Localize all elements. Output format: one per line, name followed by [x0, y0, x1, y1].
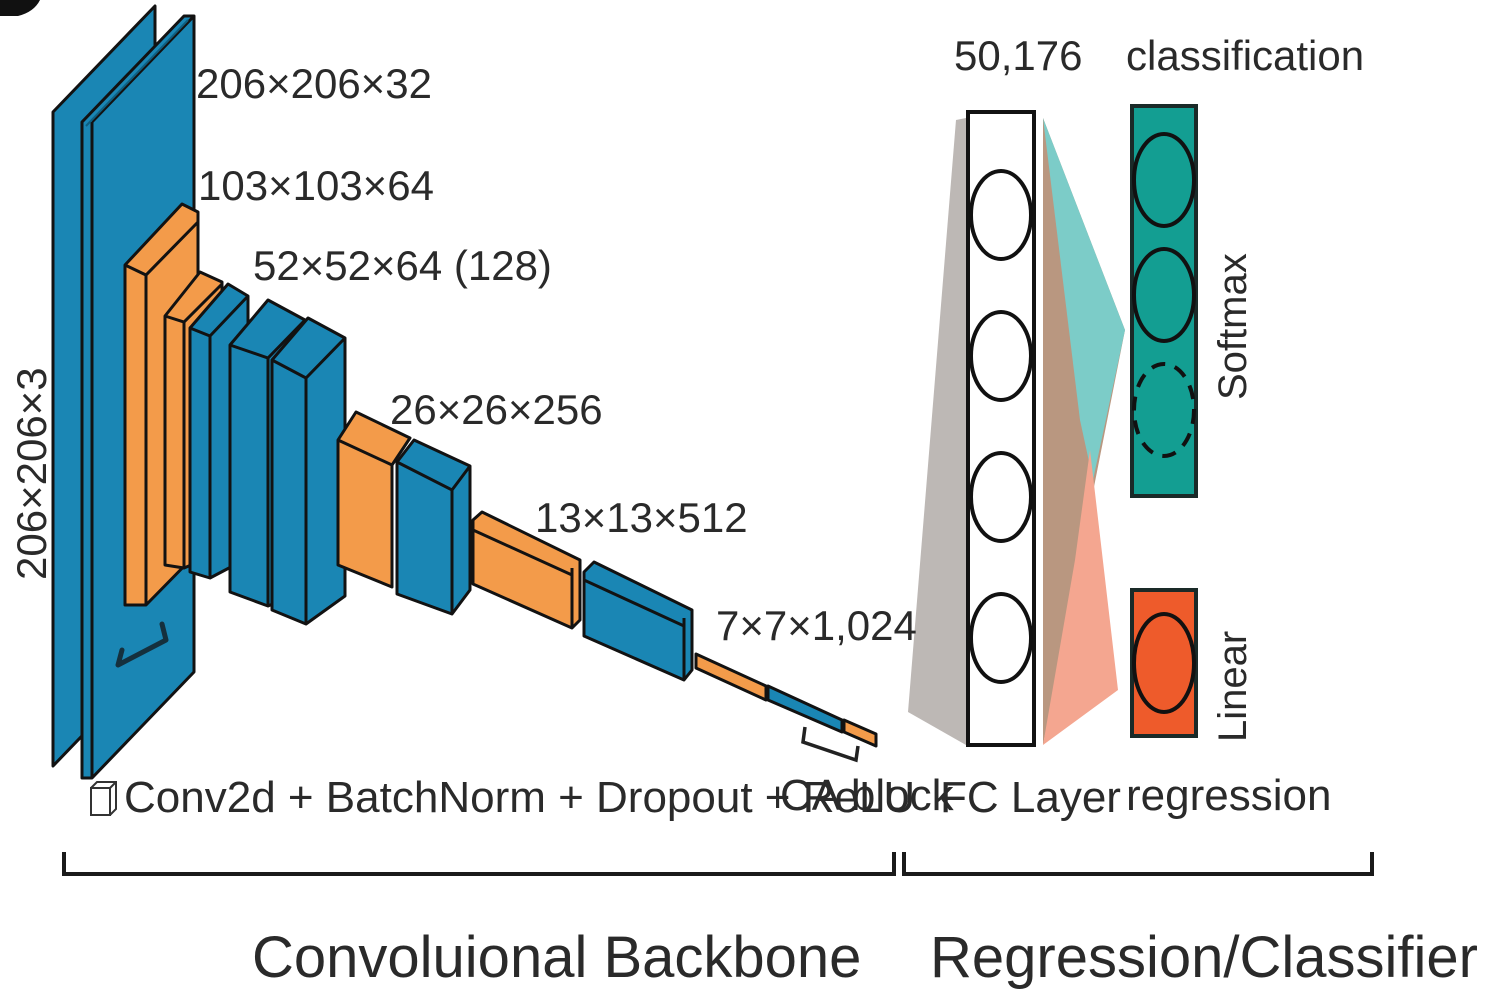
- fc-units-label: 50,176: [954, 32, 1082, 79]
- legend-ca-block-label: CA block: [780, 771, 955, 820]
- block-blue-3: [270, 316, 347, 626]
- fc-neuron: [969, 169, 1033, 261]
- softmax-label: Softmax: [1211, 253, 1255, 400]
- softmax-output: [1130, 104, 1198, 498]
- backbone-bracket: [62, 852, 896, 876]
- block-orange-5: [694, 652, 768, 702]
- head-bracket: [902, 852, 1374, 876]
- fan-salmon: [1043, 450, 1118, 745]
- regression-title: regression: [1126, 771, 1331, 820]
- classification-title: classification: [1126, 32, 1364, 79]
- legend-conv-block-label: Conv2d + BatchNorm + Dropout + ReLU: [124, 773, 915, 822]
- linear-output: [1130, 588, 1198, 738]
- dim-label-stage6: 7×7×1,024: [716, 602, 917, 649]
- block-orange-ca: [842, 718, 878, 748]
- panel-marker: [0, 0, 40, 16]
- backbone-section-title: Convoluional Backbone: [252, 925, 861, 990]
- cube-legend-icon: [90, 781, 117, 816]
- dim-label-stage4: 26×26×256: [390, 386, 603, 433]
- input-dim-label: 206×206×3: [8, 367, 55, 580]
- linear-label: Linear: [1211, 631, 1255, 742]
- dim-label-stage2: 103×103×64: [198, 162, 434, 209]
- fc-neuron: [969, 592, 1033, 684]
- linear-neuron: [1132, 612, 1196, 714]
- block-blue-5: [582, 560, 694, 682]
- fc-layer: [966, 110, 1036, 747]
- dim-label-stage5: 13×13×512: [535, 494, 748, 541]
- fc-neuron: [969, 451, 1033, 543]
- block-orange-3: [336, 410, 412, 589]
- block-orange-4: [471, 510, 582, 630]
- softmax-neuron-ellipsis: [1132, 362, 1196, 458]
- dim-label-stage3: 52×52×64 (128): [253, 242, 552, 289]
- ca-block-bracket: [801, 726, 860, 763]
- fan-teal: [1043, 118, 1125, 480]
- dim-label-conv1: 206×206×32: [196, 60, 432, 107]
- softmax-neuron: [1132, 132, 1196, 228]
- fc-layer-label: FC Layer: [940, 773, 1121, 822]
- bracket-mark: [115, 621, 169, 668]
- fan-grey: [908, 118, 966, 745]
- head-section-title: Regression/Classifier: [930, 925, 1478, 990]
- softmax-neuron: [1132, 247, 1196, 343]
- block-blue-4: [395, 438, 472, 616]
- fc-neuron: [969, 310, 1033, 402]
- block-blue-6: [766, 684, 844, 734]
